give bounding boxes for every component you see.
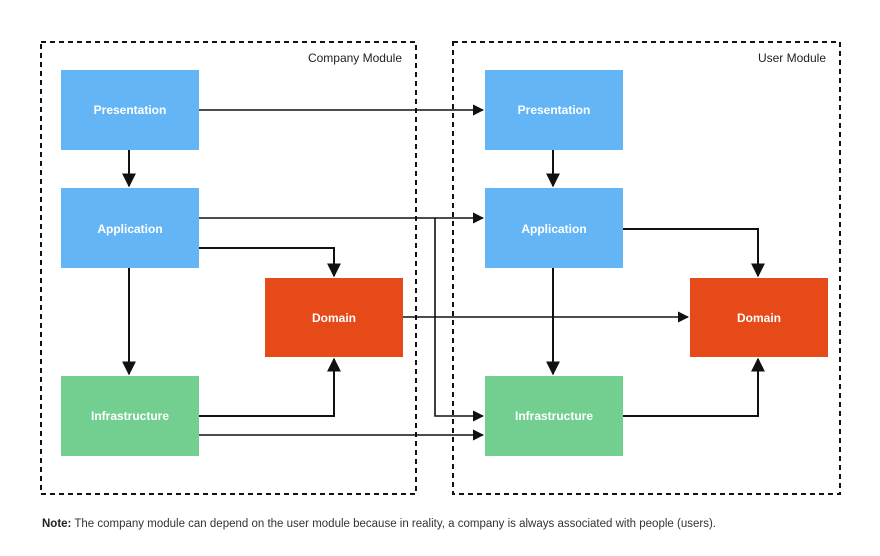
user-presentation-label: Presentation	[518, 103, 591, 117]
footnote: Note: The company module can depend on t…	[42, 518, 716, 530]
edge-cinfra-cdom	[199, 357, 341, 417]
edge-capp-cdom	[199, 247, 341, 278]
company-application-label: Application	[97, 222, 162, 236]
user-domain-box: Domain	[690, 278, 828, 357]
company-domain-label: Domain	[312, 311, 356, 325]
footnote-label: Note:	[42, 518, 72, 530]
user-application-box: Application	[485, 188, 623, 268]
footnote-text: The company module can depend on the use…	[71, 518, 716, 530]
user-presentation-box: Presentation	[485, 70, 623, 150]
user-module-frame	[452, 41, 841, 495]
company-application-box: Application	[61, 188, 199, 268]
user-module-title: User Module	[758, 51, 826, 65]
company-infrastructure-box: Infrastructure	[61, 376, 199, 456]
user-infrastructure-label: Infrastructure	[515, 409, 593, 423]
edge-capp-uinfra	[434, 218, 485, 422]
company-domain-box: Domain	[265, 278, 403, 357]
edge-uinfra-udom	[623, 357, 765, 417]
user-domain-label: Domain	[737, 311, 781, 325]
company-module-title: Company Module	[308, 51, 402, 65]
edge-uapp-udom	[623, 228, 765, 278]
company-presentation-box: Presentation	[61, 70, 199, 150]
company-presentation-label: Presentation	[94, 103, 167, 117]
user-application-label: Application	[521, 222, 586, 236]
user-infrastructure-box: Infrastructure	[485, 376, 623, 456]
company-infrastructure-label: Infrastructure	[91, 409, 169, 423]
